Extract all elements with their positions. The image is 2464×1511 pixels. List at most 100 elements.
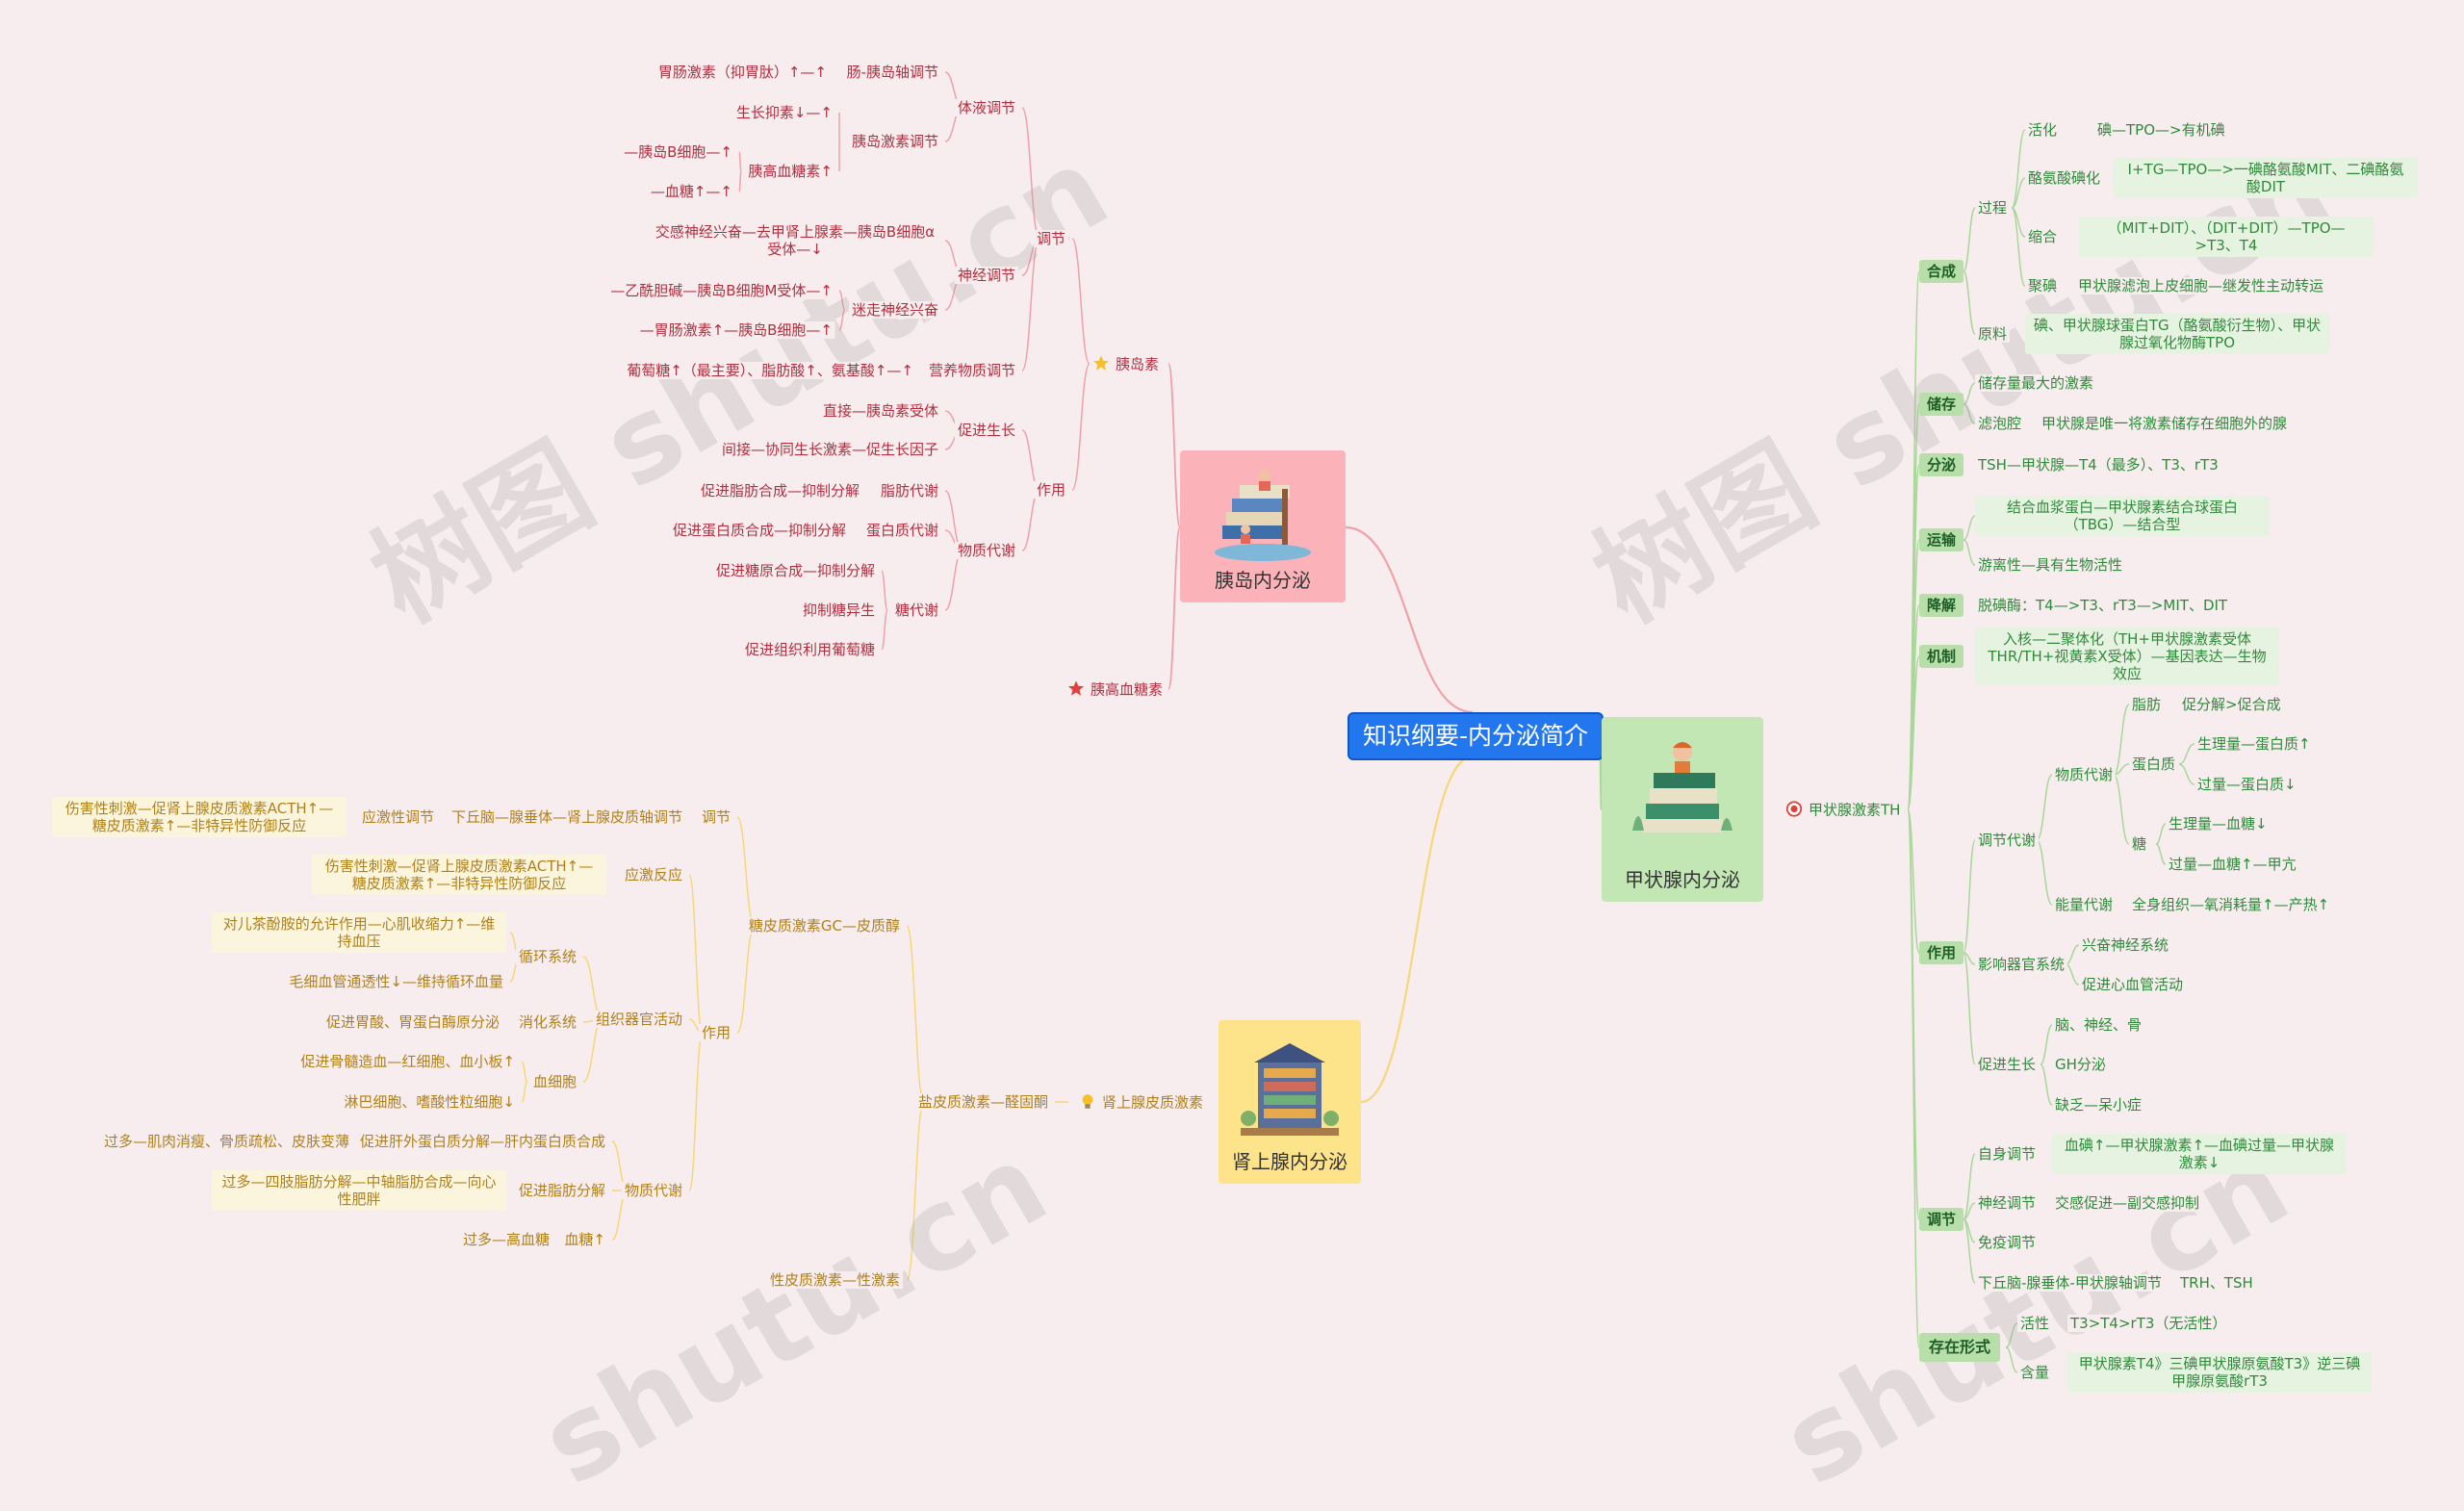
- thyroid-regulate[interactable]: 调节: [1919, 1208, 1964, 1231]
- transport-node[interactable]: 运输: [1919, 528, 1964, 551]
- activity-node[interactable]: 活性: [2017, 1315, 2053, 1332]
- iodize-node[interactable]: 酪氨酸碘化: [2025, 169, 2104, 187]
- protein-metab-node[interactable]: 蛋白质代谢: [862, 522, 941, 539]
- insulin-node[interactable]: 胰岛素: [1090, 354, 1163, 373]
- blood-1: 促进骨髓造血—红细胞、血小板↑: [297, 1053, 518, 1070]
- connector-line: [1963, 1218, 1976, 1284]
- humoral-node[interactable]: 体液调节: [954, 99, 1018, 116]
- connector-line: [1963, 515, 1976, 541]
- mc-node[interactable]: 盐皮质激素—醛固酮: [914, 1093, 1051, 1111]
- sugar-2: 过量—血糖↑—甲亢: [2166, 856, 2299, 873]
- fat-text: 促分解>促合成: [2179, 696, 2284, 713]
- connector-line: [1963, 207, 1976, 272]
- adrenal-regulate[interactable]: 调节: [698, 808, 733, 826]
- sugar-node[interactable]: 糖: [2129, 835, 2150, 853]
- synth-node[interactable]: 合成: [1919, 260, 1964, 283]
- gc-node[interactable]: 糖皮质激素GC—皮质醇: [745, 917, 903, 935]
- adrenal-fat-node[interactable]: 促进脂肪分解: [515, 1182, 608, 1199]
- organs-node[interactable]: 组织器官活动: [592, 1011, 685, 1028]
- fat-metab-node[interactable]: 脂肪代谢: [877, 482, 941, 499]
- protein-node[interactable]: 蛋白质: [2129, 756, 2179, 773]
- connector-line: [2036, 774, 2053, 841]
- immune-reg-node[interactable]: 免疫调节: [1975, 1234, 2040, 1251]
- material-node[interactable]: 原料: [1975, 325, 2011, 343]
- content-node[interactable]: 含量: [2017, 1364, 2053, 1381]
- connector-line: [1963, 382, 1976, 405]
- nutrient-node[interactable]: 营养物质调节: [925, 362, 1018, 379]
- substance-node[interactable]: 物质代谢: [2052, 766, 2117, 783]
- circ-node[interactable]: 循环系统: [515, 948, 579, 965]
- thyroid-title: 甲状腺内分泌: [1625, 868, 1740, 891]
- connector-line: [582, 1018, 603, 1083]
- gather-text: 甲状腺滤泡上皮细胞—继发性主动转运: [2075, 277, 2327, 295]
- glucagon-up-node[interactable]: 胰高血糖素↑: [745, 163, 835, 180]
- connector-line: [2178, 763, 2195, 785]
- adrenal-protein-text: 过多—肌肉消瘦、骨质疏松、皮肤变薄: [100, 1133, 352, 1150]
- pancreas-topic[interactable]: 胰岛内分泌: [1180, 450, 1346, 602]
- connector-line: [1907, 808, 1920, 954]
- adrenal-metab-node[interactable]: 物质代谢: [621, 1182, 685, 1199]
- connector-line: [736, 816, 756, 927]
- activate-node[interactable]: 活化: [2025, 121, 2061, 139]
- forms-node[interactable]: 存在形式: [1919, 1333, 2001, 1362]
- islet-hormone-node[interactable]: 胰岛激素调节: [848, 133, 941, 150]
- adrenal-topic[interactable]: 肾上腺内分泌: [1219, 1020, 1361, 1184]
- target-icon: [1785, 801, 1803, 818]
- thyroid-action[interactable]: 作用: [1919, 941, 1964, 964]
- connector-line: [838, 290, 846, 311]
- growth-node[interactable]: 促进生长: [1975, 1056, 2040, 1073]
- secrete-node[interactable]: 分泌: [1919, 453, 1964, 476]
- neural-node[interactable]: 神经调节: [954, 267, 1018, 284]
- adrenal-action[interactable]: 作用: [698, 1024, 733, 1041]
- gather-node[interactable]: 聚碘: [2025, 277, 2061, 295]
- metab-reg-node[interactable]: 调节代谢: [1975, 832, 2040, 849]
- degrade-node[interactable]: 降解: [1919, 594, 1964, 617]
- organs-node[interactable]: 影响器官系统: [1975, 956, 2068, 973]
- connector-line: [1963, 1153, 1976, 1220]
- mechanism-node[interactable]: 机制: [1919, 645, 1964, 668]
- root-topic[interactable]: 知识纲要-内分泌简介: [1348, 712, 1604, 760]
- th-node[interactable]: 甲状腺激素TH: [1783, 800, 1904, 819]
- stress-node[interactable]: 应激反应: [621, 866, 685, 884]
- connector-line: [2011, 207, 2026, 287]
- neural-reg-node[interactable]: 神经调节: [1975, 1194, 2040, 1212]
- self-reg-node[interactable]: 自身调节: [1975, 1145, 2040, 1163]
- connector-line: [906, 925, 925, 1103]
- connector-line: [1360, 755, 1474, 1104]
- connector-line: [2005, 1322, 2018, 1348]
- blood-node[interactable]: 血细胞: [529, 1073, 579, 1090]
- gut-axis-node[interactable]: 肠-胰岛轴调节: [843, 64, 941, 81]
- sugar-metab-node[interactable]: 糖代谢: [891, 602, 941, 619]
- couple-node[interactable]: 缩合: [2025, 228, 2061, 245]
- fat-node[interactable]: 脂肪: [2129, 696, 2165, 713]
- cortex-node[interactable]: 肾上腺皮质激素: [1076, 1092, 1207, 1112]
- adrenal-protein-node[interactable]: 促进肝外蛋白质分解—肝内蛋白质合成: [356, 1133, 608, 1150]
- growth-node[interactable]: 促进生长: [954, 422, 1018, 439]
- digest-node[interactable]: 消化系统: [515, 1013, 579, 1031]
- storage-2[interactable]: 滤泡腔: [1975, 415, 2025, 432]
- thyroid-topic[interactable]: 甲状腺内分泌: [1602, 717, 1763, 902]
- connector-line: [1021, 489, 1040, 551]
- pancreas-regulate[interactable]: 调节: [1033, 230, 1068, 247]
- hpt-node[interactable]: 下丘脑-腺垂体-甲状腺轴调节: [1975, 1274, 2165, 1292]
- vagus-node[interactable]: 迷走神经兴奋: [848, 301, 941, 319]
- pancreas-action[interactable]: 作用: [1033, 481, 1068, 499]
- sex-hormone-node[interactable]: 性皮质激素—性激素: [766, 1271, 903, 1289]
- gip-node: 胃肠激素（抑胃肽）↑—↑: [654, 64, 830, 81]
- adrenal-sugar-node[interactable]: 血糖↑: [561, 1231, 608, 1248]
- stress-reg-node[interactable]: 应激性调节: [358, 808, 437, 826]
- energy-node[interactable]: 能量代谢: [2052, 896, 2117, 913]
- library-building-icon: [1241, 1043, 1339, 1136]
- storage-node[interactable]: 储存: [1919, 393, 1964, 416]
- connector-line: [1071, 363, 1091, 491]
- connector-line: [1963, 270, 1976, 335]
- degrade-text: 脱碘酶：T4—>T3、rT3—>MIT、DIT: [1975, 597, 2231, 614]
- glucagon-node[interactable]: 胰高血糖素: [1065, 679, 1167, 699]
- process-node[interactable]: 过程: [1975, 199, 2011, 217]
- hpa-node[interactable]: 下丘脑—腺垂体—肾上腺皮质轴调节: [448, 808, 685, 826]
- transport-1: 结合血浆蛋白—甲状腺素结合球蛋白（TBG）—结合型: [1975, 496, 2270, 536]
- connector-line: [2040, 1024, 2053, 1065]
- gut-hormone-node: —胃肠激素↑—胰岛B细胞—↑: [636, 321, 835, 339]
- connector-line: [1071, 238, 1091, 365]
- metabolism-node[interactable]: 物质代谢: [954, 542, 1018, 559]
